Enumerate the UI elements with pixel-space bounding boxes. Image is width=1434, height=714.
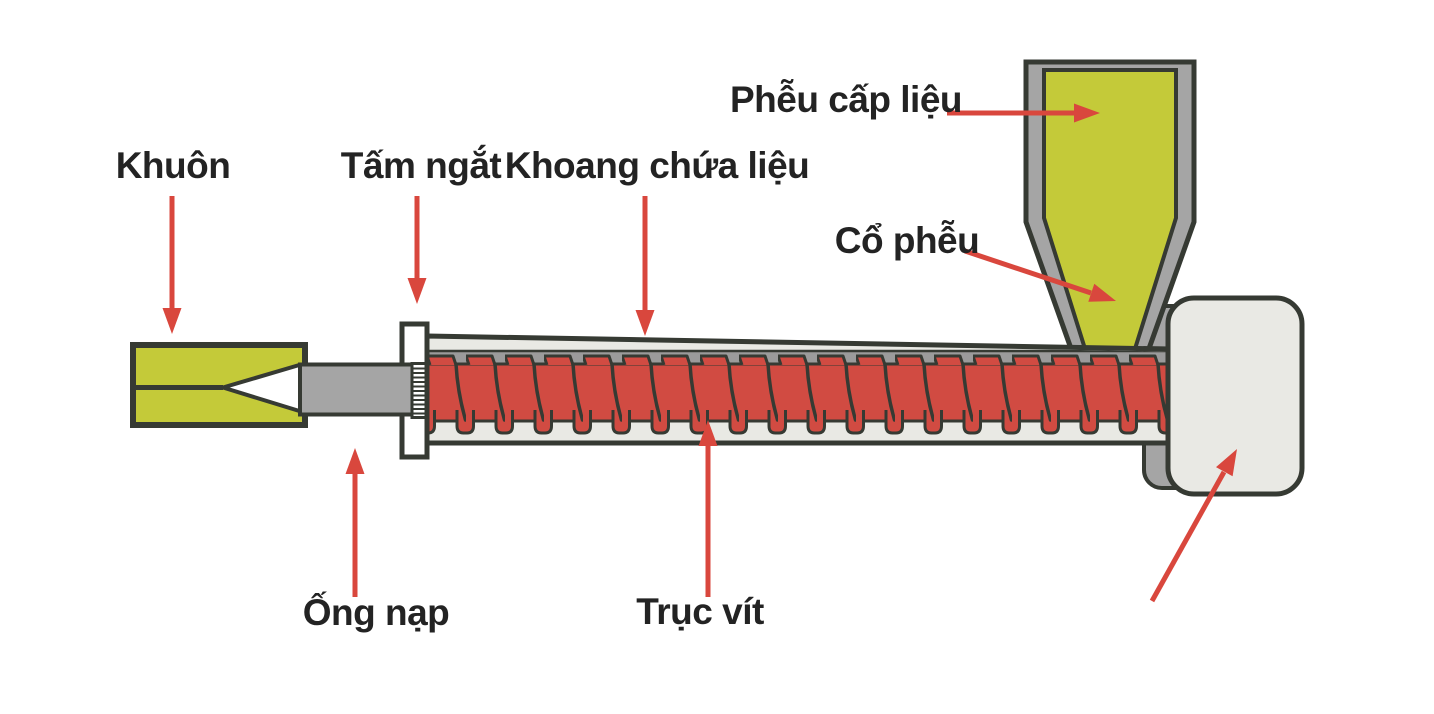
arrow-khuon bbox=[162, 196, 182, 334]
arrow-khoang-chua-lieu bbox=[635, 196, 655, 336]
arrow-ong-nap bbox=[345, 448, 365, 597]
label-screw: Trục vít bbox=[636, 591, 764, 632]
arrow-drive-block bbox=[1149, 449, 1237, 603]
label-breaker-plate: Tấm ngắt bbox=[340, 145, 502, 186]
arrow-co-pheu bbox=[964, 248, 1116, 302]
threaded-coupling bbox=[410, 362, 428, 419]
label-barrel: Khoang chứa liệu bbox=[504, 145, 810, 186]
screw-flights bbox=[427, 340, 1168, 436]
drive-block bbox=[1165, 295, 1305, 497]
label-feed-hopper: Phễu cấp liệu bbox=[729, 79, 963, 120]
label-feed-tube: Ống nạp bbox=[302, 592, 450, 633]
label-hopper-throat: Cổ phễu bbox=[834, 220, 980, 261]
callout-arrows bbox=[162, 103, 1237, 603]
label-mold: Khuôn bbox=[115, 145, 231, 186]
barrel bbox=[424, 333, 1171, 446]
arrow-tam-ngat bbox=[407, 196, 427, 304]
arrow-pheu-cap-lieu bbox=[947, 103, 1100, 123]
mold-assembly bbox=[130, 321, 430, 460]
feed-tube bbox=[298, 362, 416, 417]
arrow-truc-vit bbox=[698, 420, 718, 597]
